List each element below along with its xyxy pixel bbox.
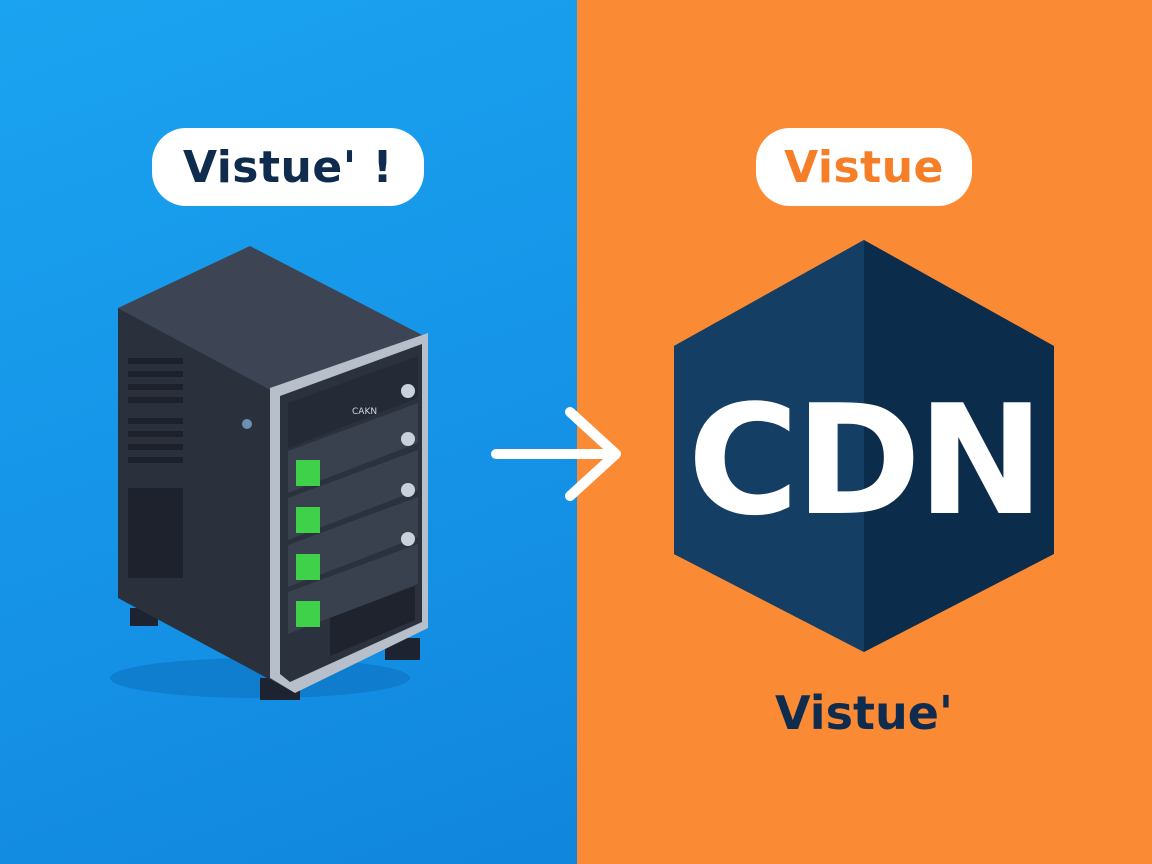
right-caption: Vistue' [775, 686, 953, 740]
drive-bay [288, 544, 418, 634]
cdn-logo-text: CDN [687, 371, 1045, 549]
drive-bay [288, 497, 418, 587]
drive-led-icon [296, 460, 320, 486]
server-icon: CAKN [110, 246, 428, 700]
server-tag: CAKN [352, 407, 377, 417]
drive-bay [288, 403, 418, 493]
cdn-hexagon-logo [674, 240, 1054, 652]
arrow-right-icon [491, 407, 621, 501]
drive-bay [288, 450, 418, 540]
left-badge: Vistue' ! [152, 128, 424, 206]
right-badge: Vistue [756, 128, 972, 206]
drive-led-icon [296, 554, 320, 580]
drive-led-icon [296, 507, 320, 533]
drive-led-icon [296, 601, 320, 627]
left-badge-label: Vistue' ! [182, 141, 394, 193]
right-badge-label: Vistue [784, 141, 944, 193]
